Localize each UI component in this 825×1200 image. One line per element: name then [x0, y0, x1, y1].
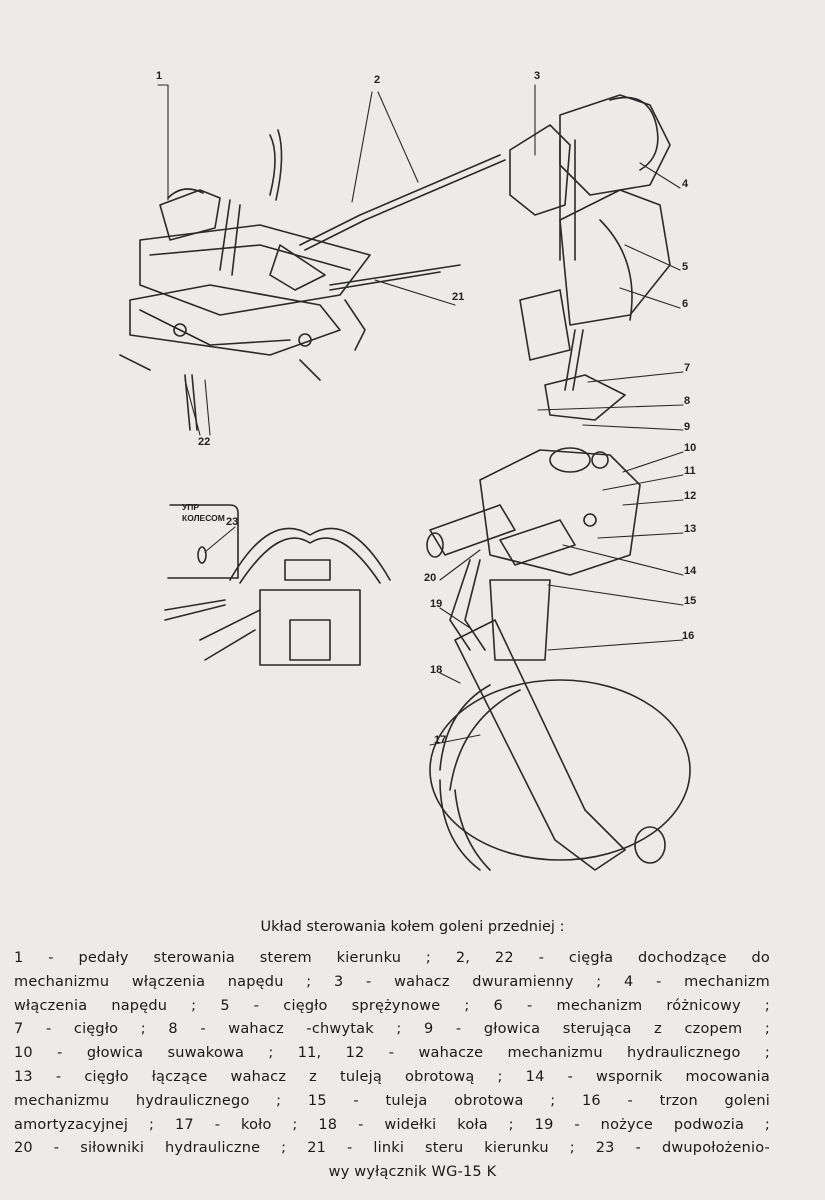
caption-line: 13 - cięgło łączące wahacz z tuleją obro… — [14, 1069, 770, 1085]
callout-5: 5 — [682, 261, 689, 273]
nose-wheel-steering-diagram — [119, 84, 691, 871]
drive-engagement-mechanism-drawing — [509, 94, 671, 421]
caption-line: mechanizmu włączenia napędu ; 3 - wahacz… — [14, 973, 770, 990]
callout-23: 23 — [226, 516, 239, 528]
callout-8: 8 — [684, 395, 691, 407]
callout-12: 12 — [684, 490, 697, 502]
hydraulic-steering-unit-drawing — [426, 447, 641, 576]
callout-1: 1 — [156, 70, 163, 82]
caption-line: 1 - pedały sterowania sterem kierunku ; … — [14, 950, 770, 966]
inset-panel-label-line-1: УПР — [182, 502, 200, 512]
cockpit-inset-drawing — [164, 504, 391, 666]
callout-17: 17 — [434, 734, 447, 746]
caption-line: 7 - cięgło ; 8 - wahacz -chwytak ; 9 - g… — [14, 1021, 770, 1038]
callout-10: 10 — [684, 442, 697, 454]
caption-line: 20 - siłowniki hydrauliczne ; 21 - linki… — [14, 1140, 770, 1157]
caption-title: Układ sterowania kołem goleni przedniej … — [260, 919, 565, 935]
callout-20: 20 — [424, 572, 437, 584]
callout-16: 16 — [682, 630, 695, 642]
callout-15: 15 — [684, 595, 697, 607]
inset-panel-label-line-2: КОЛЕСОМ — [182, 513, 225, 523]
pedal-assembly-drawing — [119, 129, 371, 431]
caption-line: amortyzacyjnej ; 17 - koło ; 18 - widełk… — [14, 1116, 770, 1133]
callout-21: 21 — [452, 291, 465, 303]
caption-line: włączenia napędu ; 5 - cięgło sprężynowe… — [14, 997, 770, 1014]
callout-11: 11 — [684, 465, 696, 477]
callout-4: 4 — [682, 178, 689, 190]
caption-line: wy wyłącznik WG-15 K — [328, 1164, 497, 1181]
callout-18: 18 — [430, 664, 443, 676]
caption-line: 10 - głowica suwakowa ; 11, 12 - wahacze… — [14, 1045, 770, 1062]
leader-lines — [157, 84, 684, 746]
callout-14: 14 — [684, 565, 697, 577]
callout-19: 19 — [430, 598, 443, 610]
callout-3: 3 — [534, 70, 541, 82]
callout-22: 22 — [198, 436, 211, 448]
callout-13: 13 — [684, 523, 697, 535]
strut-and-wheel-drawing — [429, 559, 691, 871]
callout-6: 6 — [682, 298, 689, 310]
callout-7: 7 — [684, 362, 691, 374]
inset-panel-label: УПР КОЛЕСОМ — [182, 502, 225, 524]
callout-9: 9 — [684, 421, 691, 433]
caption-line: mechanizmu hydraulicznego ; 15 - tuleja … — [14, 1092, 770, 1109]
control-rod-2 — [299, 154, 501, 246]
callout-2: 2 — [374, 74, 381, 86]
